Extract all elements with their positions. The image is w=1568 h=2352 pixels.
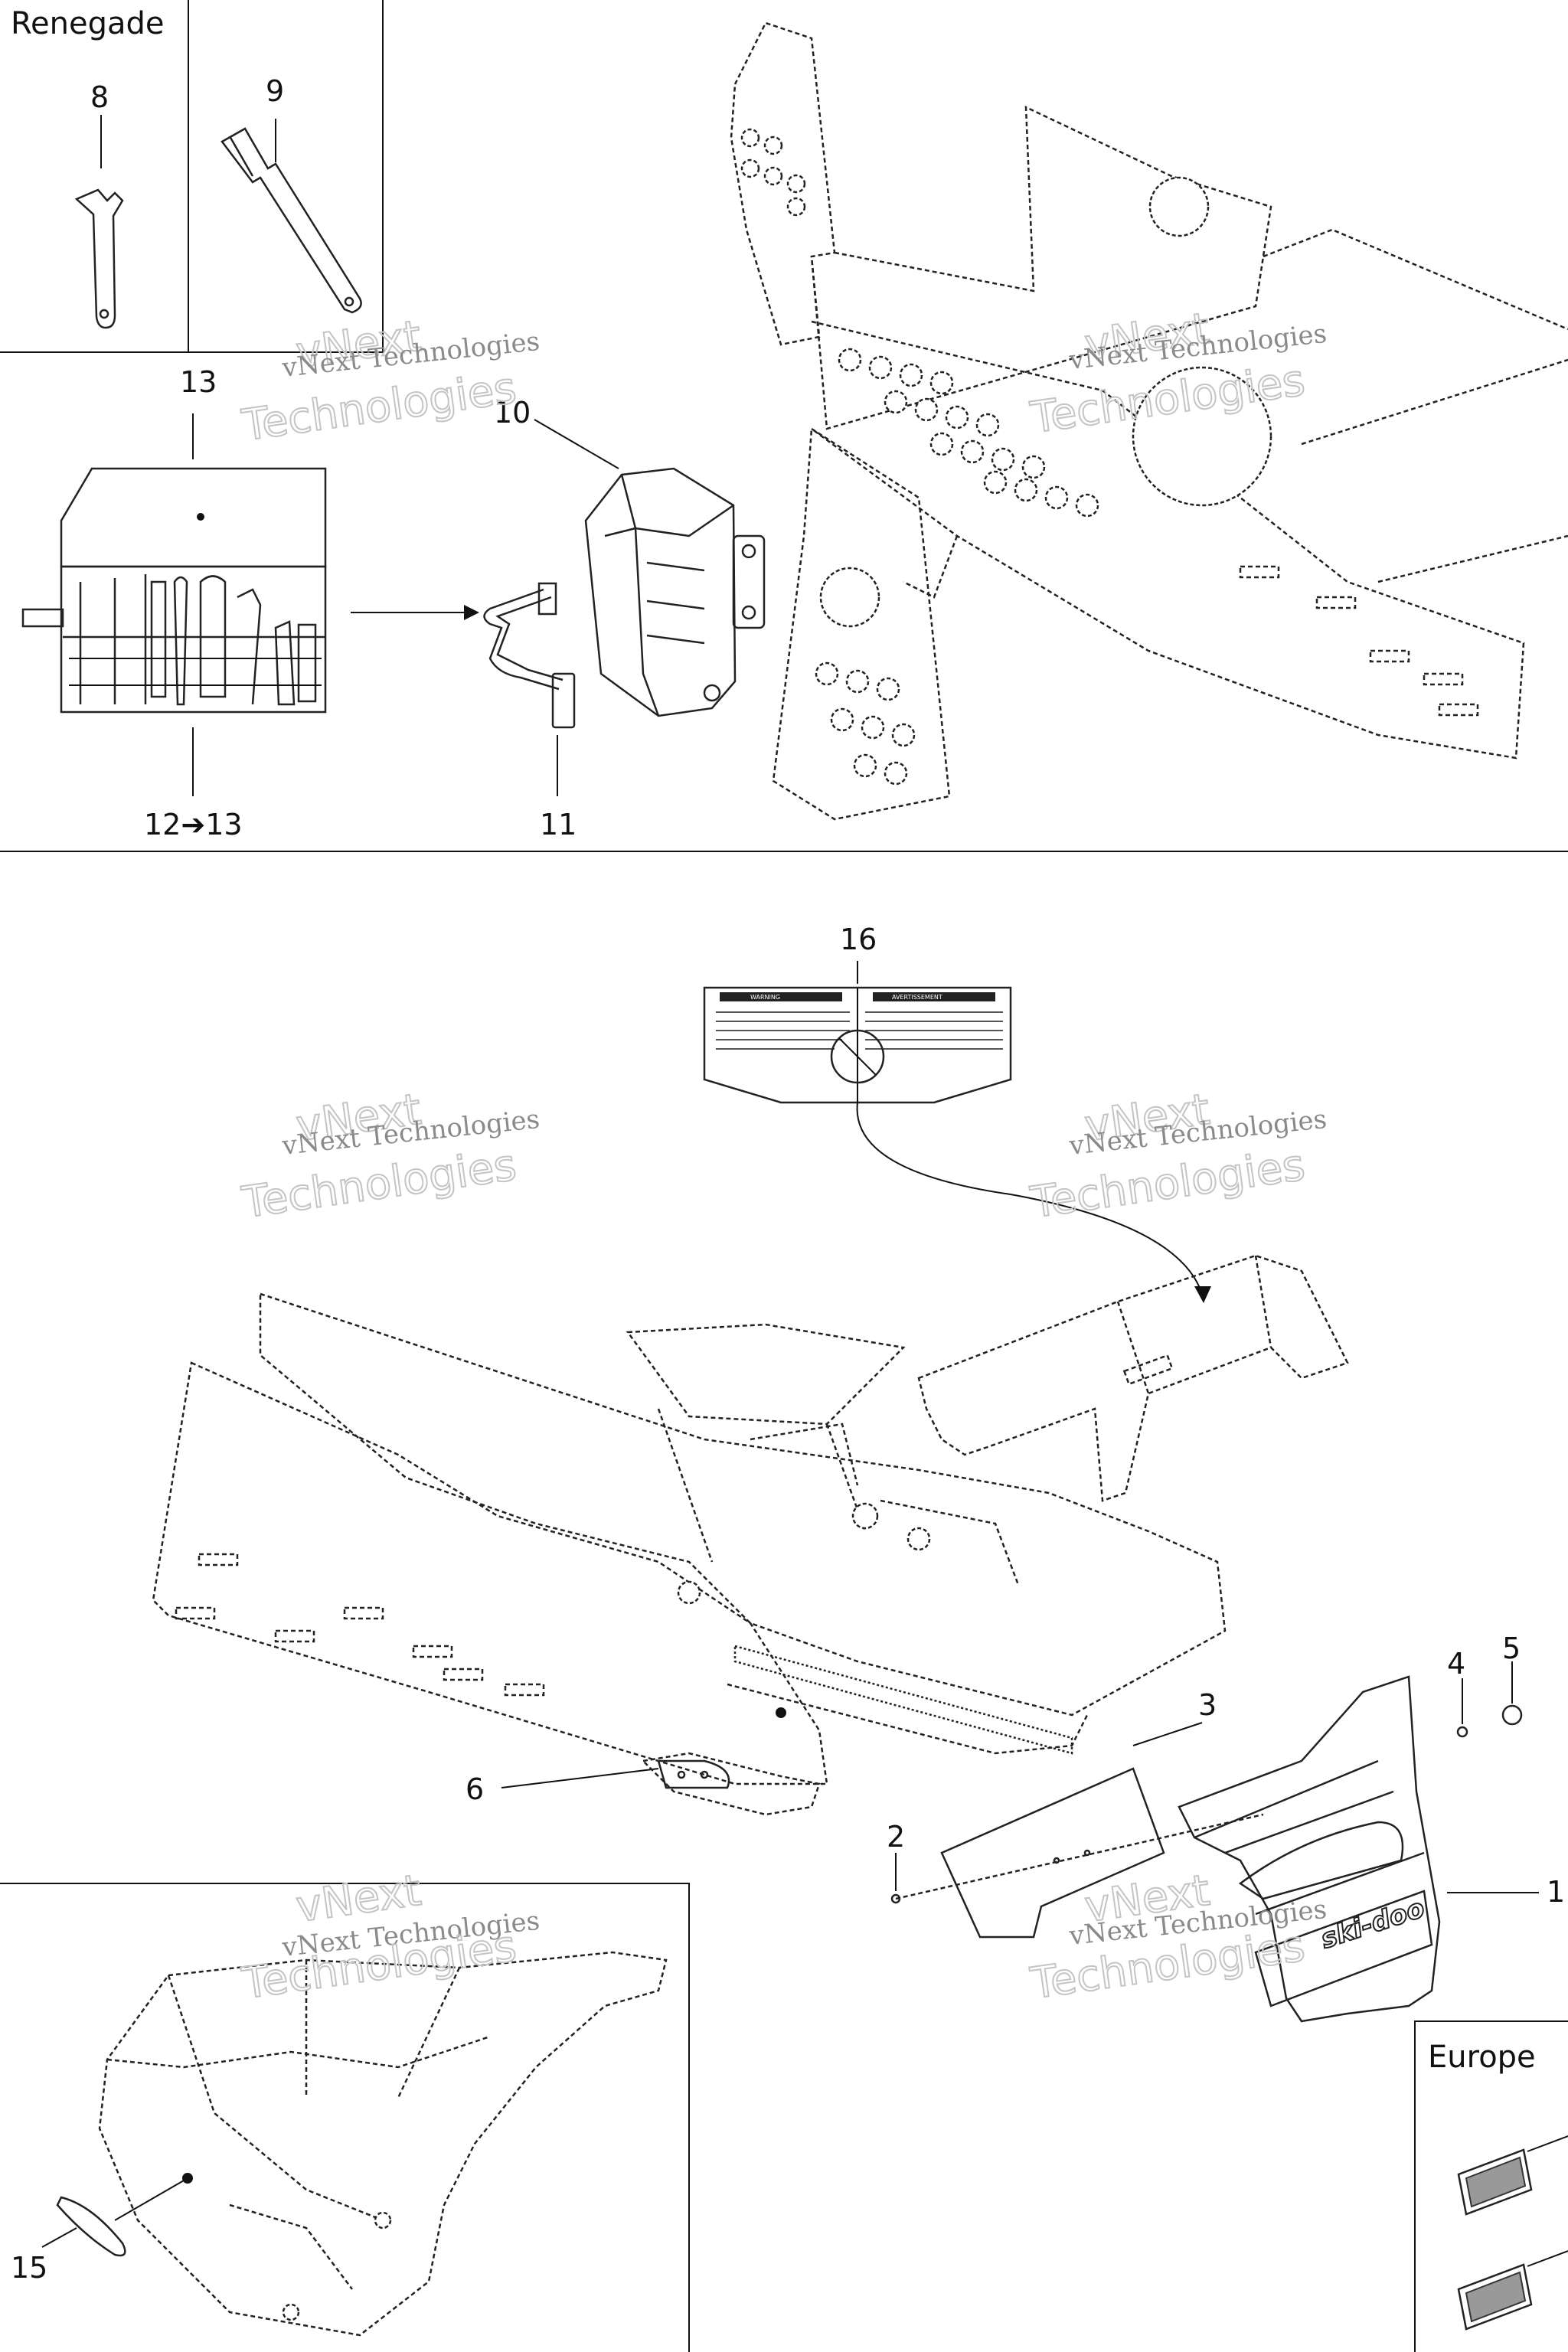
frame-lower	[152, 1292, 1227, 1785]
callout-1: 1	[1547, 1875, 1565, 1909]
callout-16: 16	[840, 923, 877, 956]
tool-kit	[21, 413, 327, 796]
callout-2: 2	[887, 1820, 905, 1854]
inset-15-box	[0, 1883, 690, 2352]
tunnel-slots-top	[1239, 565, 1479, 717]
part-2-rivet	[890, 1853, 901, 1904]
watermark-3: vNext vNext Technologies Technologies	[238, 1084, 541, 1229]
europe-title: Europe	[1428, 2040, 1536, 2075]
part-5-washer	[1501, 1661, 1523, 1726]
renegade-title: Renegade	[11, 6, 164, 41]
europe-reflector-2	[1457, 2250, 1568, 2331]
watermark-6: vNext vNext Technologies Technologies	[1027, 1865, 1328, 2010]
callout-15: 15	[11, 2251, 47, 2285]
callout-10: 10	[494, 396, 531, 430]
frame-holes-top	[740, 128, 1099, 786]
callout-13-top: 13	[180, 365, 217, 399]
warning-heading-fr: AVERTISSEMENT	[892, 994, 942, 1001]
part-8-bracket	[74, 115, 124, 329]
rear-grab-handle	[917, 1254, 1349, 1502]
part-9-rod	[220, 119, 362, 314]
callout-8: 8	[90, 80, 109, 114]
frame-upper	[730, 21, 1568, 821]
renegade-inset: Renegade	[0, 0, 384, 353]
part-10-tool-bag	[534, 419, 766, 717]
callout-4: 4	[1447, 1647, 1465, 1681]
europe-reflector-1	[1457, 2135, 1568, 2216]
warning-heading-en: WARNING	[750, 994, 780, 1001]
part-3-plate	[895, 1722, 1264, 1939]
part-6-plate	[501, 1752, 821, 1816]
svg-text:Technologies: Technologies	[1027, 1140, 1308, 1228]
part-11-strap	[483, 582, 576, 796]
watermark-2: vNext vNext Technologies Technologies	[1027, 303, 1328, 444]
watermarks: vNext vNext Technologies Technologies vN…	[238, 303, 1328, 2010]
callout-9: 9	[266, 74, 284, 108]
watermark-1: vNext vNext Technologies Technologies	[238, 311, 541, 452]
callout-5: 5	[1502, 1632, 1521, 1665]
svg-text:Technologies: Technologies	[239, 1140, 519, 1228]
callout-11: 11	[540, 808, 577, 841]
watermark-5: vNext vNext Technologies Technologies	[238, 1865, 541, 2010]
svg-text:Technologies: Technologies	[239, 363, 519, 451]
callout-labels: 8 9 13 10 11 12➔13 16 3 4 5 2 1 6 15	[11, 74, 1565, 2285]
warning-fine-print	[716, 1011, 1003, 1050]
tunnel-slots-bottom	[175, 1553, 545, 1697]
part-16-warning-decal: WARNING AVERTISSEMENT	[703, 961, 1211, 1303]
callout-6: 6	[466, 1772, 484, 1806]
part-4-rivet	[1456, 1678, 1468, 1738]
callout-3: 3	[1198, 1688, 1217, 1722]
toolkit-arrow	[351, 605, 479, 620]
europe-inset: Europe	[1414, 2020, 1568, 2352]
callout-12-13: 12➔13	[144, 808, 243, 841]
watermark-4: vNext vNext Technologies Technologies	[1027, 1084, 1328, 1229]
no-riding-icon	[830, 1029, 885, 1084]
ski-doo-logo: ski-doo	[1317, 1893, 1428, 1955]
